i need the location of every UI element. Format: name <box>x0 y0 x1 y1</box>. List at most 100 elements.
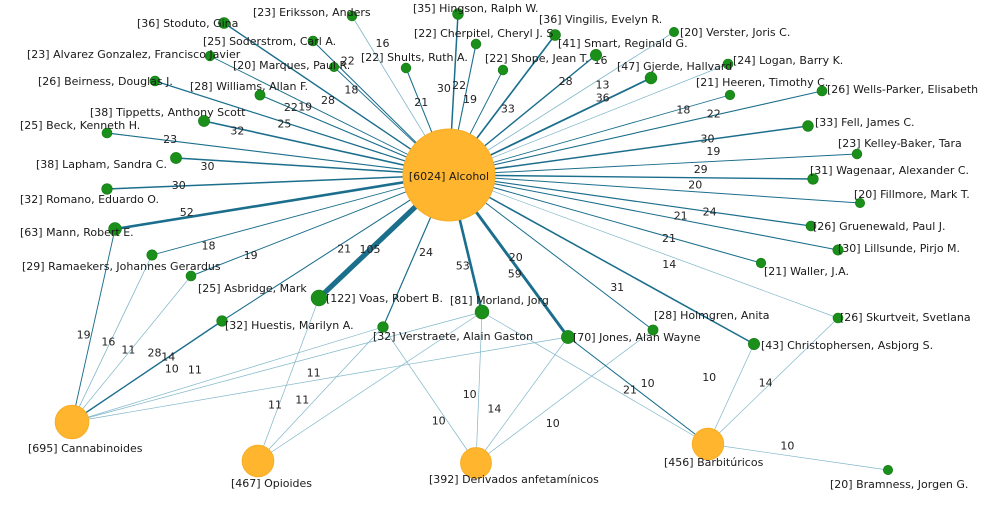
node-labels-layer: [6024] Alcohol[695] Cannabinoides[467] O… <box>20 2 978 491</box>
author-node-holmgren[interactable] <box>647 324 659 336</box>
edge-weight-label: 19 <box>463 93 477 106</box>
author-node-vingilis[interactable] <box>549 29 561 41</box>
author-node-christophersen[interactable] <box>747 337 760 350</box>
edge-weight-label: 105 <box>360 243 381 256</box>
author-node-tippetts[interactable] <box>198 115 210 127</box>
nodes-layer <box>54 8 893 479</box>
author-node-hingson[interactable] <box>452 8 464 20</box>
node-label-huestis: [32] Huestis, Marilyn A. <box>225 319 354 332</box>
edge-weight-label: 14 <box>487 402 501 415</box>
author-node-logan[interactable] <box>722 58 734 70</box>
node-label-alcohol: [6024] Alcohol <box>409 170 489 183</box>
author-node-verster[interactable] <box>668 26 679 37</box>
edge-huestis-cannabinoides <box>71 320 223 423</box>
substance-node-anfetaminicos[interactable] <box>460 447 492 479</box>
author-node-wagenaar[interactable] <box>807 173 819 185</box>
author-node-voas[interactable] <box>310 289 328 307</box>
author-node-morland[interactable] <box>474 304 490 320</box>
author-node-waller[interactable] <box>755 257 767 269</box>
author-node-verstraete[interactable] <box>377 321 389 333</box>
node-label-lapham: [38] Lapham, Sandra C. <box>36 158 167 171</box>
author-node-eriksson[interactable] <box>346 10 358 22</box>
edge-weight-label: 19 <box>77 328 91 341</box>
node-label-shults: [22] Shults, Ruth A. <box>361 51 468 64</box>
author-node-mann[interactable] <box>108 222 122 236</box>
edge-weight-label: 10 <box>463 388 477 401</box>
author-node-kelleybaker[interactable] <box>851 148 863 160</box>
author-node-cherpitel[interactable] <box>470 38 482 50</box>
edge-skurtveit-alcohol <box>448 174 839 319</box>
substance-node-cannabinoides[interactable] <box>54 404 90 440</box>
node-label-anfetaminicos: [392] Derivados anfetamínicos <box>429 473 599 486</box>
author-node-beirness[interactable] <box>149 75 161 87</box>
edge-ramaekers-alcohol <box>151 174 450 256</box>
author-node-lillsunde[interactable] <box>832 244 844 256</box>
author-node-alvarez[interactable] <box>204 50 216 62</box>
node-label-wellsparker: [26] Wells-Parker, Elisabeth <box>827 83 978 96</box>
substance-node-barbituricos[interactable] <box>691 427 725 461</box>
edge-verstraete-opioides <box>257 326 384 462</box>
node-label-soderstrom: [25] Soderstrom, Carl A. <box>203 35 336 48</box>
author-node-beck[interactable] <box>101 127 113 139</box>
edge-ramaekers-cannabinoides <box>71 254 153 423</box>
edge-weight-label: 21 <box>662 232 676 245</box>
edge-weight-label: 18 <box>676 103 690 116</box>
edge-weight-label: 11 <box>307 366 321 379</box>
edge-gruenewald-alcohol <box>448 174 812 227</box>
edge-weight-label: 21 <box>674 210 688 223</box>
author-node-soderstrom[interactable] <box>307 35 319 47</box>
edge-weight-label: 24 <box>419 246 433 259</box>
edge-weight-label: 30 <box>201 160 215 173</box>
edge-weight-label: 23 <box>163 133 177 146</box>
edge-weight-label: 32 <box>230 125 244 138</box>
edge-weight-label: 10 <box>641 377 655 390</box>
node-label-mann: [63] Mann, Robert E. <box>20 226 134 239</box>
author-node-jones[interactable] <box>561 330 575 344</box>
substance-node-alcohol[interactable] <box>402 128 496 222</box>
author-node-romano[interactable] <box>101 183 113 195</box>
node-label-verstraete: [32] Verstraete, Alain Gaston <box>373 330 533 343</box>
author-node-bramness[interactable] <box>882 464 893 475</box>
edge-weight-label: 25 <box>277 117 291 130</box>
edge-weight-label: 36 <box>596 92 610 105</box>
edge-weight-label: 19 <box>706 145 720 158</box>
author-node-marques[interactable] <box>328 61 339 72</box>
edge-weight-label: 20 <box>509 251 523 264</box>
edge-mann-cannabinoides <box>71 228 116 423</box>
author-node-heeren[interactable] <box>724 89 736 101</box>
edge-weight-label: 52 <box>180 206 194 219</box>
edge-weight-label: 10 <box>702 371 716 384</box>
author-node-gjerde[interactable] <box>644 71 658 85</box>
node-label-williams: [28] Williams, Allan F. <box>190 80 308 93</box>
author-node-lapham[interactable] <box>170 152 182 164</box>
author-node-stoduto[interactable] <box>218 17 230 29</box>
author-node-gruenewald[interactable] <box>805 220 817 232</box>
author-node-fell[interactable] <box>802 120 814 132</box>
author-node-fillmore[interactable] <box>854 198 865 209</box>
author-node-smart[interactable] <box>589 48 602 61</box>
edge-weight-label: 11 <box>295 394 309 407</box>
node-label-cherpitel: [22] Cherpitel, Cheryl J. S <box>414 27 553 40</box>
author-node-skurtveit[interactable] <box>832 312 844 324</box>
author-node-shults[interactable] <box>400 62 412 74</box>
author-node-ramaekers[interactable] <box>146 249 158 261</box>
edge-weight-label: 10 <box>165 363 179 376</box>
edge-weight-label: 30 <box>172 179 186 192</box>
edge-kelleybaker-alcohol <box>448 153 858 176</box>
edge-weight-label: 59 <box>508 267 522 280</box>
node-label-morland: [81] Morland, Jorg <box>450 294 549 307</box>
edge-asbridge-cannabinoides <box>71 275 192 423</box>
author-node-wellsparker[interactable] <box>816 85 828 97</box>
node-label-fell: [33] Fell, James C. <box>815 116 915 129</box>
substance-node-opioides[interactable] <box>241 444 275 478</box>
edge-christophersen-barbituricos <box>707 343 755 445</box>
author-node-asbridge[interactable] <box>185 270 197 282</box>
node-label-romano: [32] Romano, Eduardo O. <box>20 193 159 206</box>
author-node-shope[interactable] <box>497 64 509 76</box>
node-label-tippetts: [38] Tippetts, Anthony Scott <box>90 106 246 119</box>
edge-waller-alcohol <box>448 174 762 264</box>
author-node-williams[interactable] <box>254 89 266 101</box>
node-label-smart: [41] Smart, Reginald G. <box>558 37 688 50</box>
author-node-huestis[interactable] <box>216 315 228 327</box>
